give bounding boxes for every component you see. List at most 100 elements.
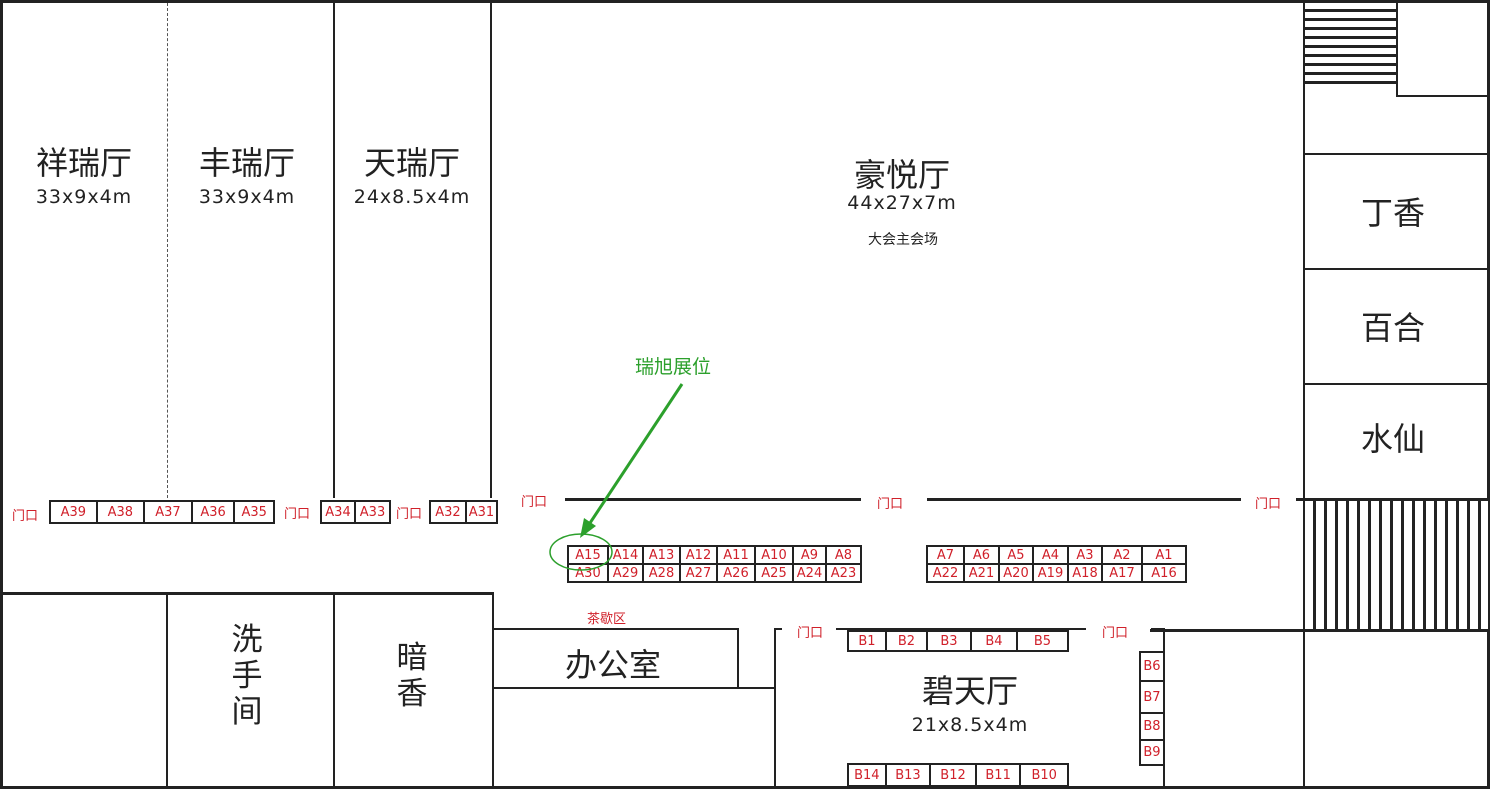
- booth[interactable]: A5: [1000, 547, 1034, 563]
- booth[interactable]: A7: [928, 547, 965, 563]
- booth[interactable]: A24: [794, 565, 827, 581]
- bitian-top-wall-mid: [836, 628, 1086, 630]
- booth[interactable]: B12: [931, 765, 977, 785]
- booth[interactable]: A10: [756, 547, 794, 563]
- booth[interactable]: A16: [1151, 565, 1177, 581]
- booth[interactable]: A20: [1000, 565, 1034, 581]
- booth-row-east-bottom: A22 A21 A20 A19 A18 A17 A16: [926, 563, 1187, 583]
- booth[interactable]: A14: [609, 547, 644, 563]
- hall-fengrui-name: 丰瑞厅: [198, 144, 296, 182]
- booth[interactable]: A4: [1034, 547, 1069, 563]
- door-label: 门口: [1102, 626, 1129, 641]
- booth[interactable]: A37: [145, 502, 193, 522]
- door-label: 门口: [12, 509, 39, 524]
- booth[interactable]: A31: [468, 504, 495, 520]
- bottom-divider-1: [166, 592, 168, 789]
- booth[interactable]: A32: [431, 502, 467, 522]
- booth[interactable]: A29: [609, 565, 644, 581]
- booth[interactable]: A39: [51, 502, 98, 522]
- booth[interactable]: A33: [359, 504, 386, 520]
- highlight-arrow-icon: [549, 383, 684, 571]
- booth-row-bitian-bottom: B14 B13 B12 B11 B10: [847, 763, 1069, 787]
- room-bangongshi-name: 办公室: [564, 646, 662, 684]
- outer-wall-bottom: [0, 786, 1490, 789]
- right-divider-1: [1303, 153, 1490, 155]
- booth[interactable]: A36: [193, 502, 236, 522]
- booth[interactable]: A22: [928, 565, 965, 581]
- booth[interactable]: A38: [98, 502, 146, 522]
- booth[interactable]: B1: [849, 632, 887, 650]
- door-label: 门口: [396, 507, 423, 522]
- booth[interactable]: A34: [322, 502, 357, 522]
- booth[interactable]: A9: [794, 547, 827, 563]
- outer-wall-right: [1487, 0, 1490, 789]
- booth-row-east-top: A7 A6 A5 A4 A3 A2 A1: [926, 545, 1187, 565]
- hall-divider-dashed: [167, 3, 168, 498]
- booth[interactable]: B6: [1141, 653, 1163, 682]
- hall-xiangrui-name: 祥瑞厅: [35, 144, 133, 182]
- bitian-top-wall-right-stub: [1151, 628, 1165, 630]
- tea-break-label: 茶歇区: [587, 612, 627, 627]
- booth[interactable]: B8: [1141, 714, 1163, 741]
- booth[interactable]: A1: [1155, 547, 1173, 563]
- booth[interactable]: A19: [1034, 565, 1069, 581]
- office-room: [492, 628, 739, 689]
- room-xishoujian-name: 洗手间: [231, 622, 263, 730]
- booth[interactable]: A27: [681, 565, 718, 581]
- door-label: 门口: [521, 495, 548, 510]
- booth[interactable]: B5: [1033, 633, 1052, 649]
- hall-xiangrui-dims: 33x9x4m: [35, 186, 133, 208]
- booth[interactable]: A21: [965, 565, 1000, 581]
- booth-row-bitian-top: B1 B2 B3 B4 B5: [847, 630, 1069, 652]
- right-column-wall: [1303, 0, 1305, 789]
- door-label: 门口: [797, 626, 824, 641]
- door-label: 门口: [877, 497, 904, 512]
- booth[interactable]: B13: [887, 765, 932, 785]
- booth[interactable]: A6: [965, 547, 1000, 563]
- booth[interactable]: A35: [241, 504, 267, 520]
- hall-bitian-name: 碧天厅: [921, 672, 1019, 710]
- booth[interactable]: A25: [756, 565, 794, 581]
- room-anxiang-name: 暗香: [396, 640, 428, 712]
- booth[interactable]: B4: [972, 632, 1018, 650]
- stairs-horizontal: [1305, 3, 1397, 89]
- booth[interactable]: A23: [830, 565, 857, 581]
- bitian-left-wall: [774, 628, 776, 789]
- booth[interactable]: A28: [644, 565, 681, 581]
- outer-wall-left: [0, 0, 3, 789]
- booth[interactable]: A12: [681, 547, 718, 563]
- haoyue-wall-seg1: [565, 498, 861, 501]
- booth[interactable]: A17: [1103, 565, 1143, 581]
- booth[interactable]: B3: [928, 632, 972, 650]
- booth[interactable]: B14: [849, 765, 887, 785]
- booth-highlighted[interactable]: A15: [569, 547, 609, 563]
- booth[interactable]: B2: [887, 632, 928, 650]
- hall-haoyue-dims: 44x27x7m: [847, 192, 957, 214]
- hall-fengrui-dims: 33x9x4m: [198, 186, 296, 208]
- room-shuixian-name: 水仙: [1360, 420, 1426, 458]
- booth[interactable]: A8: [834, 547, 853, 563]
- booth[interactable]: B11: [977, 765, 1022, 785]
- booth-col-bitian-right: B6 B7 B8 B9: [1139, 651, 1165, 766]
- bottom-rooms-top-wall: [0, 592, 494, 595]
- door-label: 门口: [1255, 497, 1282, 512]
- booth[interactable]: B9: [1143, 745, 1161, 760]
- stairs-top-edge: [1296, 498, 1490, 501]
- booth[interactable]: A26: [718, 565, 756, 581]
- door-label: 门口: [284, 507, 311, 522]
- room-baihe-name: 百合: [1360, 309, 1426, 347]
- booth[interactable]: A13: [644, 547, 681, 563]
- booth[interactable]: A3: [1069, 547, 1103, 563]
- office-lower-wall: [739, 687, 776, 689]
- booth[interactable]: A2: [1103, 547, 1143, 563]
- booth[interactable]: A18: [1069, 565, 1103, 581]
- booth[interactable]: B7: [1141, 682, 1163, 714]
- hall-haoyue-subtitle: 大会主会场: [868, 232, 938, 248]
- right-divider-2: [1303, 268, 1490, 270]
- hall-divider-tianrui-haoyue: [490, 0, 492, 498]
- bottom-divider-3: [492, 592, 494, 789]
- booth[interactable]: A11: [718, 547, 756, 563]
- outer-wall-top: [0, 0, 1490, 3]
- stairs-vertical: [1305, 501, 1488, 629]
- booth[interactable]: B10: [1031, 767, 1057, 783]
